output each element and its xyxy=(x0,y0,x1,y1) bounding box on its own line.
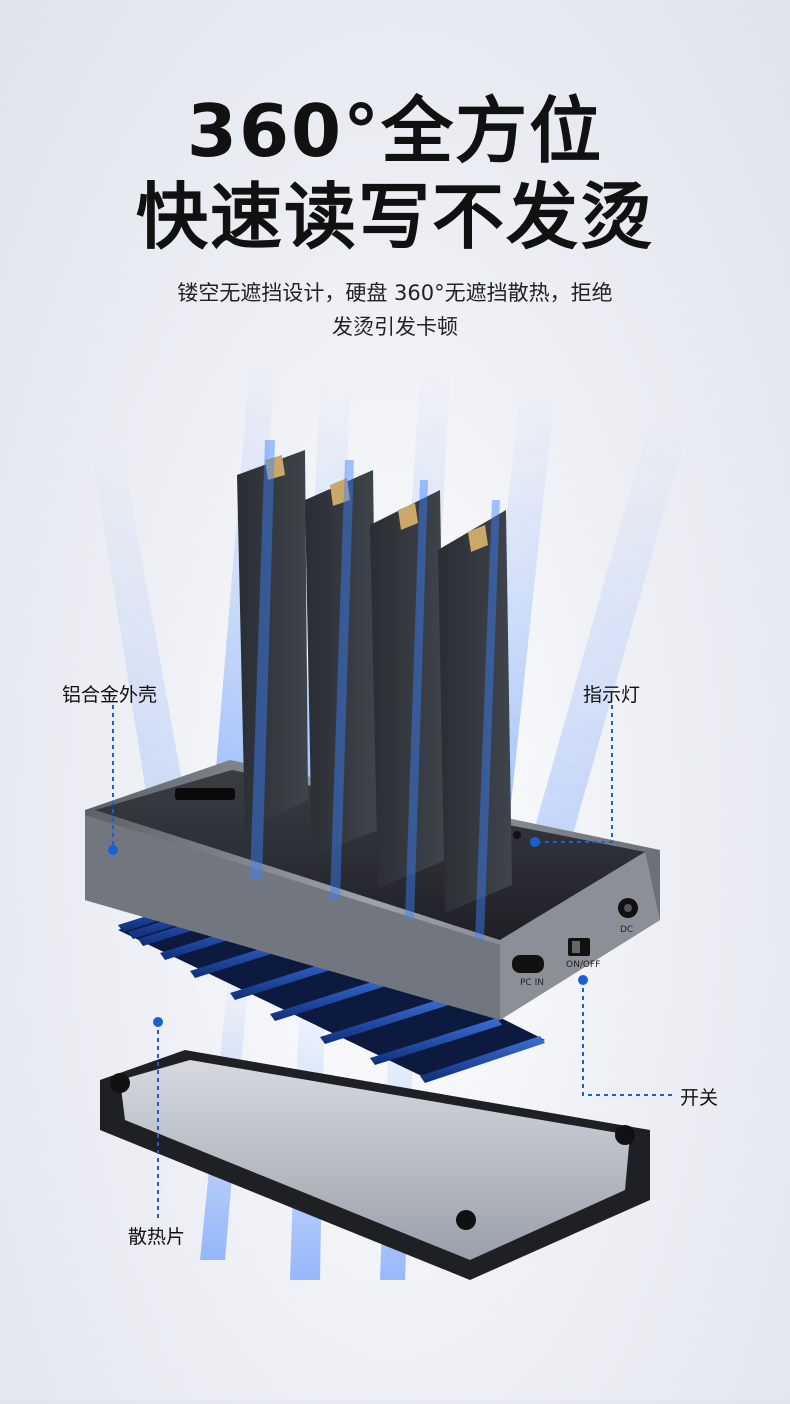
product-illustration: 铝合金外壳 指示灯 开关 散热片 PC IN ON/OFF DC xyxy=(0,360,790,1400)
callout-heatsink: 散热片 xyxy=(128,1226,186,1248)
callout-lines xyxy=(112,705,672,1222)
airflow-overlay xyxy=(250,440,500,940)
subtitle: 镂空无遮挡设计，硬盘 360°无遮挡散热，拒绝 发烫引发卡顿 xyxy=(95,276,695,344)
ssd-cards xyxy=(237,450,512,913)
ssd-card-1 xyxy=(237,450,308,830)
bottom-plate xyxy=(100,1050,650,1280)
callout-switch: 开关 xyxy=(680,1087,719,1109)
ssd-card-4 xyxy=(438,510,512,913)
product-svg xyxy=(85,360,690,1280)
callout-shell: 铝合金外壳 xyxy=(62,684,158,706)
port-label-pc-in: PC IN xyxy=(520,978,544,988)
enclosure xyxy=(85,760,660,1020)
headline-line2: 快速读写不发烫 xyxy=(135,175,654,259)
ssd-card-3 xyxy=(370,490,446,888)
port-label-on-off: ON/OFF xyxy=(566,960,601,970)
callout-indicator: 指示灯 xyxy=(583,684,641,706)
headline-line1: 360°全方位 xyxy=(186,89,604,173)
port-label-dc: DC xyxy=(620,925,634,935)
subtitle-line1: 镂空无遮挡设计，硬盘 360°无遮挡散热，拒绝 xyxy=(177,281,613,305)
ssd-card-2 xyxy=(305,470,378,855)
subtitle-line2: 发烫引发卡顿 xyxy=(332,315,458,339)
